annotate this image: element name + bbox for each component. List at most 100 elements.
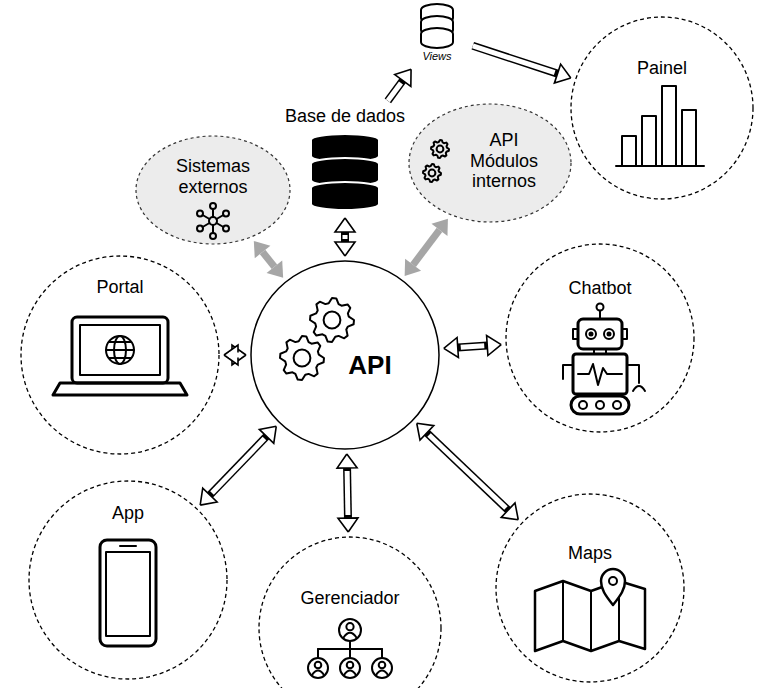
connector-arrow (254, 241, 283, 278)
arrow-head (335, 218, 355, 232)
icon-part (642, 116, 656, 166)
icon-part (376, 671, 388, 676)
icon-part (604, 329, 614, 339)
arrow-head (432, 219, 448, 236)
icon-part (106, 552, 150, 636)
dashboard-circle: Painel (570, 16, 754, 200)
chatbot-circle: Chatbot (505, 243, 695, 433)
icon-part (340, 658, 360, 678)
connector-shaft-inner (212, 438, 264, 492)
node-outline (570, 16, 754, 200)
node-label: Views (422, 50, 451, 63)
connector-arrow (405, 219, 448, 276)
database: Base de dados (280, 104, 410, 214)
arrow-head (337, 454, 357, 468)
icon-part (372, 658, 392, 678)
icon-part (210, 233, 216, 239)
icon-part (586, 329, 596, 339)
icon-part (53, 383, 187, 395)
connector-arrow (200, 426, 276, 505)
icon-part (437, 146, 444, 153)
icon-part (616, 165, 704, 167)
connector-arrow (417, 423, 519, 520)
node-label: Portal (96, 277, 143, 298)
icon-part (609, 577, 617, 585)
node-border (21, 256, 219, 454)
node-icon (423, 140, 449, 182)
connector-shaft-inner (429, 435, 506, 508)
node-label: Gerenciador (300, 588, 399, 609)
node-border (409, 104, 571, 222)
arrow-head (254, 241, 271, 258)
icon-part (197, 226, 203, 232)
internal-modules-ellipse: API Módulos internos (408, 103, 572, 223)
connector-shaft (413, 230, 439, 265)
icon-part (579, 401, 587, 409)
arrow-head (267, 261, 284, 278)
icon-part (109, 357, 131, 359)
icon-part (613, 401, 621, 409)
connector-shaft-inner (343, 235, 348, 239)
arrow-head (338, 518, 358, 532)
icon-part (622, 329, 627, 339)
icon-part (431, 140, 449, 158)
icon-part (315, 662, 322, 669)
connector-shaft (263, 252, 275, 267)
node-outline (505, 243, 695, 433)
connector-shaft-inner (461, 346, 485, 348)
connector-arrow (473, 46, 571, 83)
external-systems-ellipse: Sistemas externos (135, 135, 291, 245)
icon-part (347, 662, 354, 669)
icon-part (571, 396, 629, 414)
node-icon (616, 86, 704, 166)
icon-part (324, 312, 341, 329)
node-icon (197, 203, 229, 239)
connector-arrow (388, 69, 411, 101)
connector-arrow (335, 218, 355, 256)
node-label: Painel (637, 58, 687, 79)
arrow-head (444, 338, 459, 358)
icon-part (682, 110, 696, 166)
node-outline (250, 260, 440, 450)
api-hub-circle: API (250, 260, 440, 450)
icon-part (294, 350, 311, 367)
node-icon (100, 540, 156, 646)
icon-part (209, 217, 217, 225)
icon-part (622, 136, 636, 166)
icon-part (106, 336, 134, 364)
icon-part (212, 225, 214, 233)
icon-part (109, 341, 131, 343)
icon-part (197, 211, 203, 217)
arrow-head (395, 69, 411, 86)
icon-part (563, 365, 573, 379)
icon-part (662, 86, 676, 166)
node-label: Base de dados (285, 106, 405, 127)
icon-part (203, 215, 210, 219)
icon-part (597, 304, 604, 311)
manager-circle: Gerenciador (258, 536, 442, 688)
node-border (496, 494, 684, 682)
connector-shaft-inner (473, 46, 555, 73)
node-border (571, 17, 753, 199)
icon-part (633, 386, 645, 391)
connector-shaft (341, 232, 349, 242)
icon-part (381, 649, 383, 658)
icon-part (217, 215, 224, 219)
icon-part (573, 354, 627, 394)
icon-part (578, 364, 622, 385)
node-icon (311, 134, 379, 210)
arrow-head (405, 259, 421, 276)
icon-part (344, 671, 356, 676)
node-icon (563, 304, 645, 415)
icon-part (349, 641, 351, 649)
icon-part (578, 319, 622, 349)
node-icon (308, 619, 392, 678)
icon-part (120, 545, 136, 547)
icon-part (308, 658, 328, 678)
icon-part (223, 211, 229, 217)
icon-part (310, 298, 354, 342)
node-outline (258, 536, 442, 688)
icon-part (379, 662, 386, 669)
portal-circle: Portal (20, 255, 220, 455)
